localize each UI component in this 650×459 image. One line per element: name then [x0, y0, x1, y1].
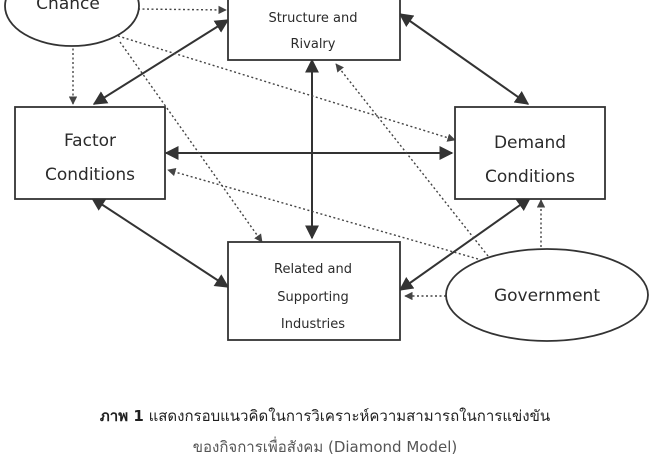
node-chance: Chance [4, 0, 140, 47]
node-factor-conditions: Factor Conditions [14, 106, 166, 200]
factor-label-line-2: Conditions [45, 165, 135, 185]
connectors [68, 5, 546, 301]
figure-caption-label: ภาพ 1 [99, 407, 144, 425]
demand-box [454, 106, 606, 200]
dotted-chance-demand [117, 35, 456, 142]
related-label-line-3: Industries [281, 317, 345, 332]
government-label: Government [494, 286, 600, 306]
arrow-strategy-factor [92, 19, 230, 105]
demand-label-line-1: Demand [494, 133, 566, 153]
node-related-supporting: Related and Supporting Industries [227, 241, 401, 341]
figure-caption: ภาพ 1 แสดงกรอบแนวคิดในการวิเคราะห์ความสา… [0, 404, 650, 428]
node-demand-conditions: Demand Conditions [454, 106, 606, 200]
arrow-related-demand [398, 197, 532, 291]
government-ellipse [445, 248, 649, 342]
figure-caption-text: แสดงกรอบแนวคิดในการวิเคราะห์ความสามารถใน… [148, 407, 551, 425]
chance-ellipse [4, 0, 140, 47]
demand-label-line-2: Conditions [485, 167, 575, 187]
strategy-label-line-1: Structure and [268, 11, 357, 26]
node-government: Government [445, 248, 649, 342]
strategy-label-line-2: Rivalry [291, 37, 336, 52]
factor-box [14, 106, 166, 200]
dotted-chance-strategy [137, 5, 227, 15]
arrow-factor-related [90, 197, 230, 288]
figure-caption-line-2: ของกิจการเพื่อสังคม (Diamond Model) [192, 438, 458, 456]
arrow-strategy-demand [398, 13, 530, 105]
related-label-line-2: Supporting [277, 290, 349, 305]
dotted-chance-related [119, 41, 263, 243]
factor-label-line-1: Factor [64, 131, 116, 151]
related-box [227, 241, 401, 341]
strategy-box [227, 0, 401, 61]
related-label-line-1: Related and [274, 262, 352, 277]
dotted-government-strategy [335, 63, 489, 257]
chance-label: Chance [36, 0, 100, 14]
node-strategy: Structure and Rivalry [227, 0, 401, 61]
